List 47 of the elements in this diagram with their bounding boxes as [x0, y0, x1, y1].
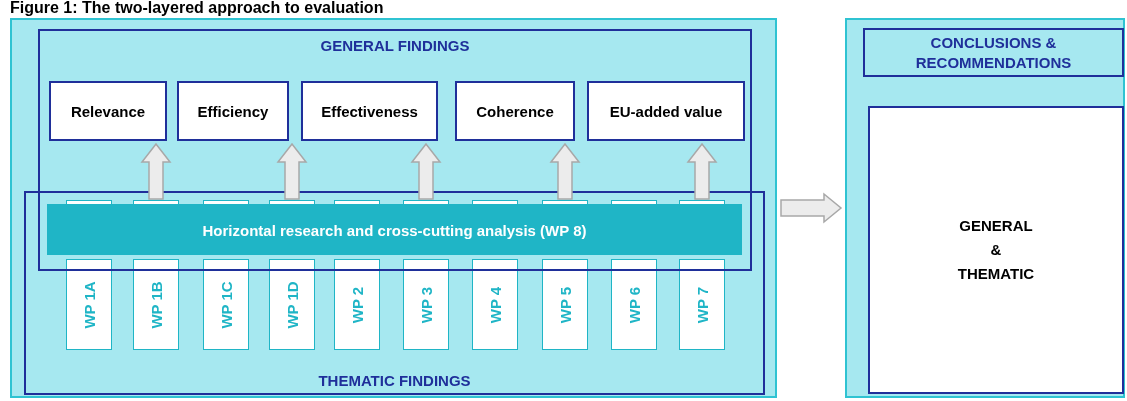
- summary-box: [868, 106, 1124, 394]
- block-arrow: [276, 142, 308, 200]
- node-label: WP 1D: [283, 280, 301, 329]
- work-package-column: [611, 259, 657, 350]
- node-label: WP 1A: [80, 280, 98, 329]
- criterion-box: [177, 81, 289, 141]
- work-package-column: [269, 259, 315, 350]
- block-arrow: [549, 142, 581, 200]
- node-label: Horizontal research and cross-cutting analysis (WP 8): [202, 221, 587, 238]
- criterion-box: [587, 81, 745, 141]
- block-arrow: [140, 142, 172, 200]
- criterion-box: [49, 81, 167, 141]
- node-label: Coherence: [476, 102, 554, 120]
- node-label: WP 1C: [217, 280, 235, 329]
- work-package-column: [334, 259, 380, 350]
- work-package-column: [542, 259, 588, 350]
- node-label: Effectiveness: [321, 102, 418, 120]
- node-label: GENERAL & THEMATIC: [956, 216, 1036, 284]
- work-package-column: [403, 259, 449, 350]
- analysis-bar: [47, 204, 742, 255]
- node-label: Relevance: [70, 102, 146, 120]
- work-package-column: [203, 259, 249, 350]
- node-label: WP 6: [625, 286, 643, 323]
- section-heading: GENERAL FINDINGS: [320, 37, 470, 54]
- node-label: EU-added value: [609, 102, 723, 120]
- criterion-box: [301, 81, 438, 141]
- work-package-column: [66, 259, 112, 350]
- work-package-column: [679, 259, 725, 350]
- node-label: WP 1B: [147, 280, 165, 329]
- node-label: Efficiency: [197, 102, 269, 120]
- heading-box: [863, 28, 1124, 77]
- section-heading: THEMATIC FINDINGS: [318, 372, 471, 389]
- findings-frame: [38, 29, 752, 271]
- node-label: CONCLUSIONS & RECOMMENDATIONS: [914, 32, 1073, 73]
- panel-background: [845, 18, 1125, 398]
- criterion-box: [455, 81, 575, 141]
- work-package-column: [133, 259, 179, 350]
- block-arrow: [410, 142, 442, 200]
- node-label: WP 4: [486, 286, 504, 323]
- work-package-column: [472, 259, 518, 350]
- node-label: WP 2: [348, 286, 366, 323]
- node-label: WP 7: [693, 286, 711, 323]
- block-arrow: [686, 142, 718, 200]
- node-label: WP 3: [417, 286, 435, 323]
- node-label: WP 5: [556, 286, 574, 323]
- block-arrow: [780, 192, 843, 224]
- figure-title: Figure 1: The two-layered approach to evaluation: [10, 0, 384, 16]
